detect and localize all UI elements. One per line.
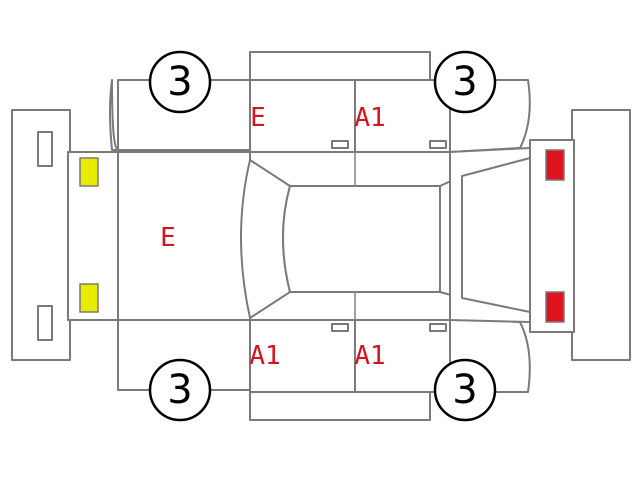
tire-front-right: 3 [148,358,212,422]
tire-rear-right: 3 [433,358,497,422]
rear-bumper [571,109,631,361]
tire-front-right-value: 3 [167,367,192,413]
rear-left-lamp-icon [545,149,565,181]
trunk-area [449,139,575,333]
tire-rear-left-value: 3 [452,59,477,105]
cabin [240,151,468,321]
tire-front-left-value: 3 [167,59,192,105]
hood-damage-code: E [160,223,176,253]
tire-rear-right-value: 3 [452,367,477,413]
right-front-door-damage-code: A1 [249,341,280,371]
left-rear-door-damage-code: A1 [354,103,385,133]
front-right-lamp-icon [79,283,99,313]
front-left-lamp-icon [79,157,99,187]
upper-side-panel [109,51,531,153]
rear-right-lamp-icon [545,291,565,323]
tire-front-left: 3 [148,50,212,114]
tire-rear-left: 3 [433,50,497,114]
front-bumper [11,109,71,361]
right-rear-door-damage-code: A1 [354,341,385,371]
left-front-door-damage-code: E [250,103,266,133]
